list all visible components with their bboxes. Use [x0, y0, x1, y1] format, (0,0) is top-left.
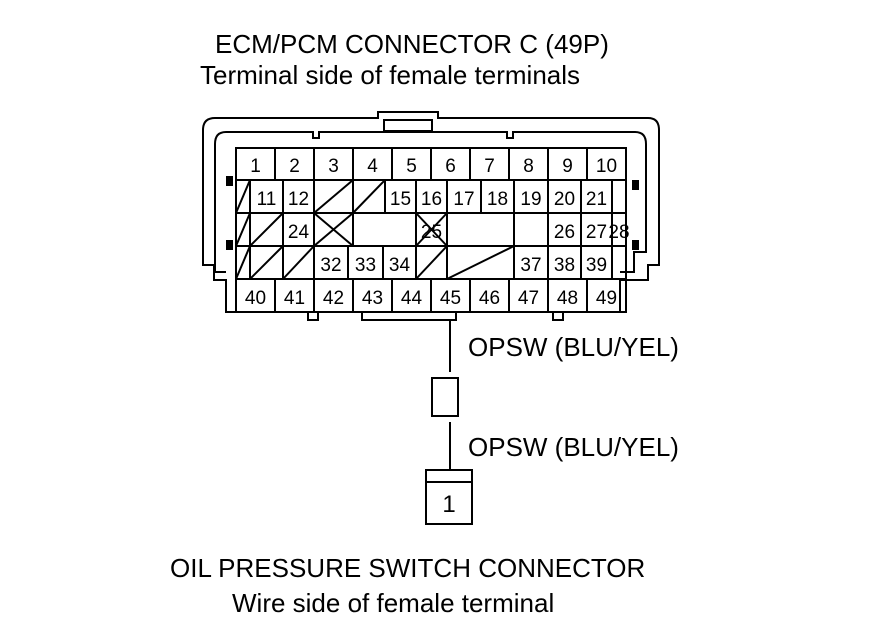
terminal-number: 26: [554, 222, 575, 243]
terminal-number: 28: [608, 222, 629, 243]
terminal-number: 44: [401, 288, 423, 309]
wire-label-lower: OPSW (BLU/YEL): [468, 432, 679, 462]
terminal-number: 40: [245, 288, 266, 309]
blank-terminal-mark: [235, 179, 251, 214]
terminal-number: 48: [557, 288, 578, 309]
terminal-number: 5: [406, 156, 417, 177]
terminal-cell: [611, 179, 627, 214]
terminal-number: 9: [562, 156, 573, 177]
terminal-cell: [513, 212, 549, 247]
terminal-45-bracket: [361, 312, 457, 321]
terminal-number: 24: [288, 222, 310, 243]
terminal-number: 25: [421, 222, 442, 243]
ecm-connector-latch: [383, 119, 433, 132]
terminal-number: 21: [586, 189, 607, 210]
terminal-number: 41: [284, 288, 305, 309]
oil-pressure-switch-connector: [425, 469, 473, 525]
blank-terminal-mark: [235, 245, 251, 280]
terminal-number: 16: [421, 189, 442, 210]
ecm-connector-housing: [202, 111, 660, 313]
blank-terminal-mark: [446, 245, 515, 280]
blank-terminal-mark: [352, 179, 386, 214]
terminal-number: 8: [523, 156, 534, 177]
ecm-bottom-tab-right: [552, 311, 564, 321]
terminal-number: 37: [520, 255, 541, 276]
terminal-number: 7: [484, 156, 495, 177]
terminal-number: 46: [479, 288, 500, 309]
terminal-number: 11: [257, 189, 277, 210]
blank-terminal-x: [415, 212, 448, 247]
wire-label-upper: OPSW (BLU/YEL): [468, 332, 679, 362]
terminal-number: 6: [445, 156, 456, 177]
terminal-number: 20: [554, 189, 575, 210]
terminal-number: 38: [554, 255, 575, 276]
terminal-number: 2: [289, 156, 300, 177]
blank-terminal-mark: [249, 245, 284, 280]
ecm-lock-mark-right-upper: [632, 180, 639, 190]
terminal-number: 15: [390, 189, 411, 210]
terminal-number: 10: [596, 156, 617, 177]
terminal-cell: [586, 278, 627, 313]
terminal-number: 27: [586, 222, 607, 243]
ecm-bottom-tab-left: [307, 311, 319, 321]
switch-terminal-1: 1: [442, 491, 455, 518]
blank-terminal-mark: [249, 212, 284, 247]
terminal-cell: [446, 212, 515, 247]
terminal-cell: [611, 245, 627, 280]
ecm-lock-mark-right-lower: [632, 240, 639, 250]
terminal-number: 34: [389, 255, 411, 276]
blank-terminal-x: [313, 212, 354, 247]
terminal-number: 43: [362, 288, 383, 309]
ecm-connector-inner: [214, 131, 647, 273]
terminal-number: 3: [328, 156, 339, 177]
terminal-number: 19: [520, 189, 541, 210]
terminal-number: 49: [596, 288, 617, 309]
inline-connector-symbol: [431, 377, 459, 417]
terminal-number: 45: [440, 288, 461, 309]
terminal-number: 17: [453, 189, 474, 210]
terminal-number: 47: [518, 288, 539, 309]
switch-connector-subtitle: Wire side of female terminal: [232, 588, 555, 618]
terminal-cell: [352, 212, 417, 247]
ecm-connector-title: ECM/PCM CONNECTOR C (49P): [215, 29, 609, 59]
terminal-number: 32: [320, 255, 341, 276]
terminal-number: 1: [250, 156, 261, 177]
ecm-connector-subtitle: Terminal side of female terminals: [200, 60, 581, 90]
ecm-lock-mark-left-lower: [226, 240, 233, 250]
terminal-number: 18: [487, 189, 508, 210]
switch-connector-title: OIL PRESSURE SWITCH CONNECTOR: [170, 553, 646, 583]
terminal-number: 12: [288, 189, 309, 210]
blank-terminal-mark: [235, 212, 251, 247]
terminal-number: 42: [323, 288, 344, 309]
terminal-number: 4: [367, 156, 378, 177]
terminal-number: 39: [586, 255, 607, 276]
terminal-number: 33: [355, 255, 376, 276]
blank-terminal-mark: [282, 245, 315, 280]
ecm-lock-mark-left-upper: [226, 176, 233, 186]
blank-terminal-mark: [313, 179, 354, 214]
blank-terminal-mark: [415, 245, 448, 280]
